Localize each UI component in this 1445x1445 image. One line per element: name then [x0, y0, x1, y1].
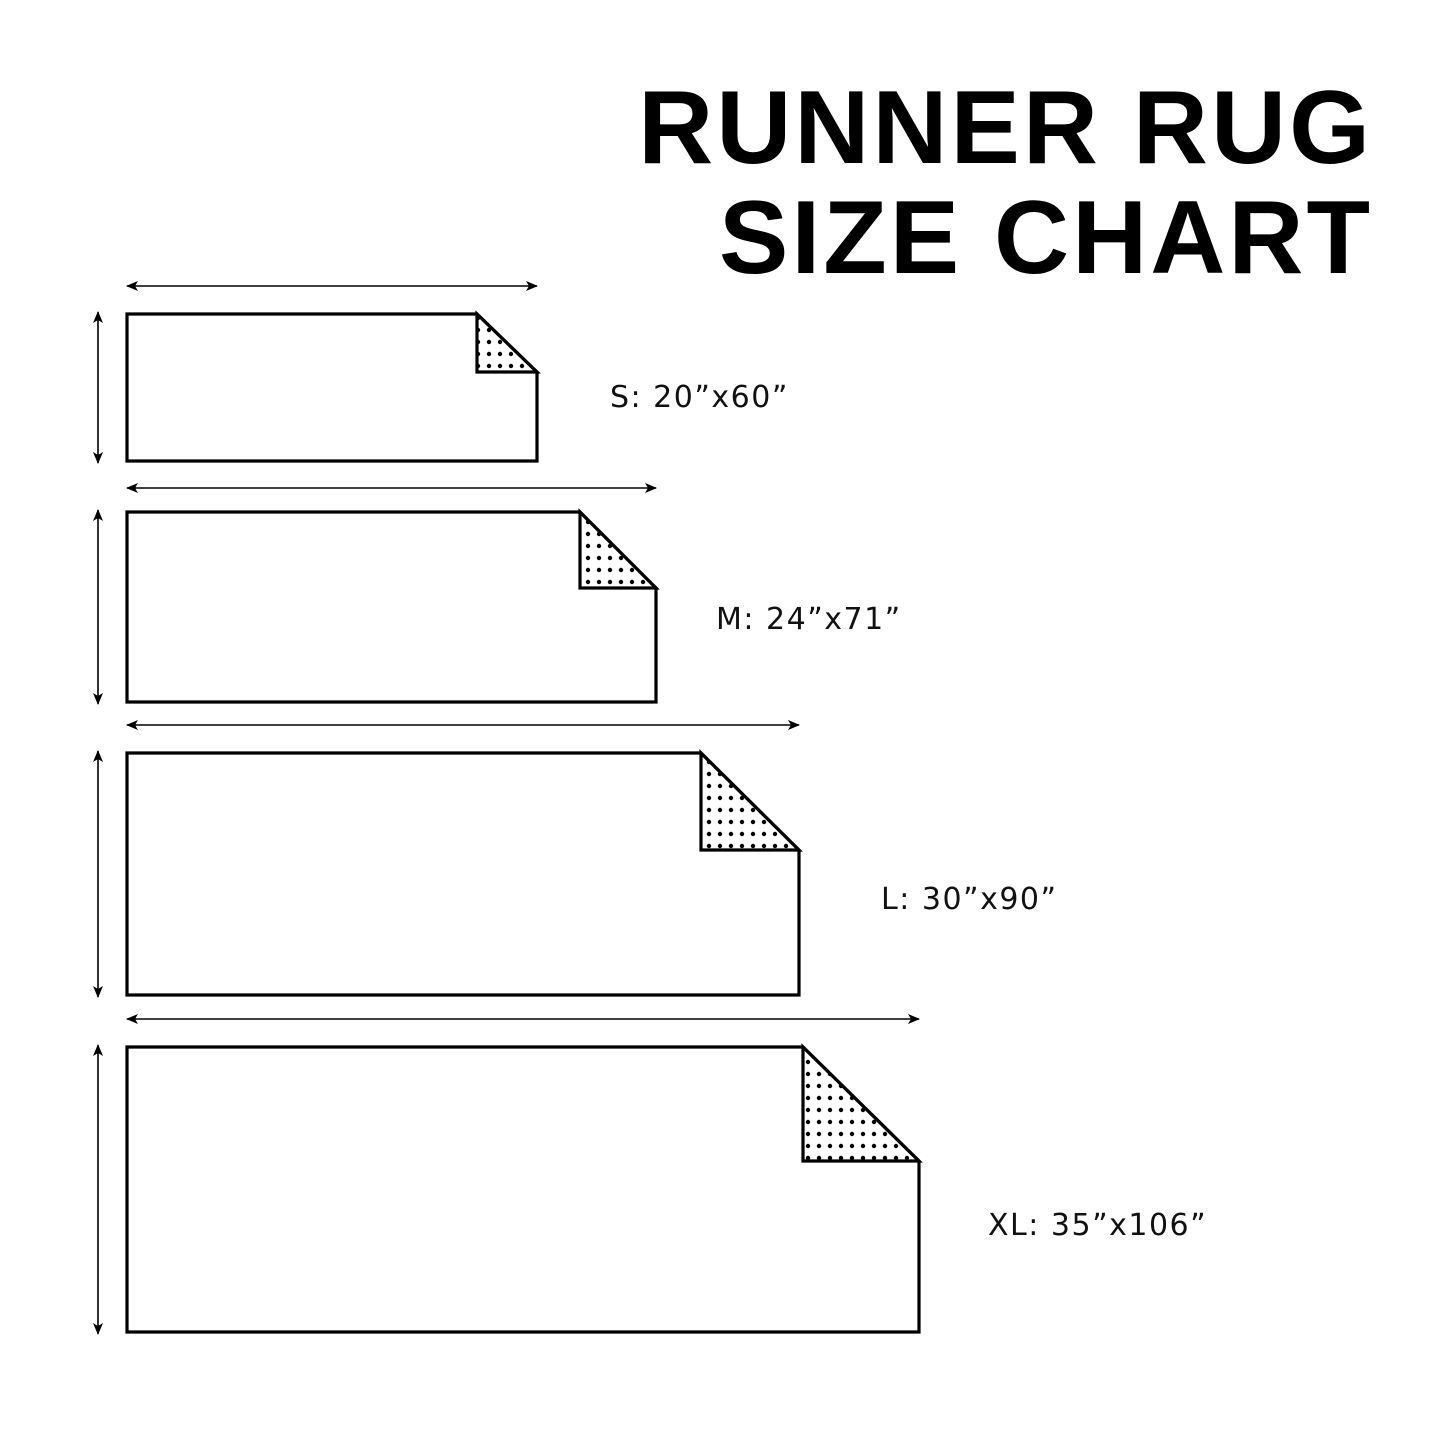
folded-corner-icon	[801, 1043, 923, 1163]
rug-m	[93, 483, 660, 705]
folded-corner-icon	[699, 749, 803, 852]
rug-l	[93, 720, 803, 998]
rug-outline	[125, 1045, 921, 1334]
folded-corner-icon	[475, 310, 541, 374]
rug-xl	[93, 1014, 923, 1335]
size-label-xl: XL: 35”x106”	[988, 1208, 1208, 1243]
rug-outline	[125, 510, 658, 704]
rug-s	[93, 281, 541, 464]
chart-title-line-1: RUNNER RUG	[638, 70, 1373, 186]
rug-outline	[125, 312, 539, 463]
size-label-s: S: 20”x60”	[610, 380, 789, 415]
size-label-l: L: 30”x90”	[881, 882, 1058, 917]
chart-title-line-2: SIZE CHART	[719, 180, 1373, 296]
rug-outline	[125, 751, 801, 997]
size-label-m: M: 24”x71”	[716, 602, 902, 637]
folded-corner-icon	[578, 508, 660, 590]
